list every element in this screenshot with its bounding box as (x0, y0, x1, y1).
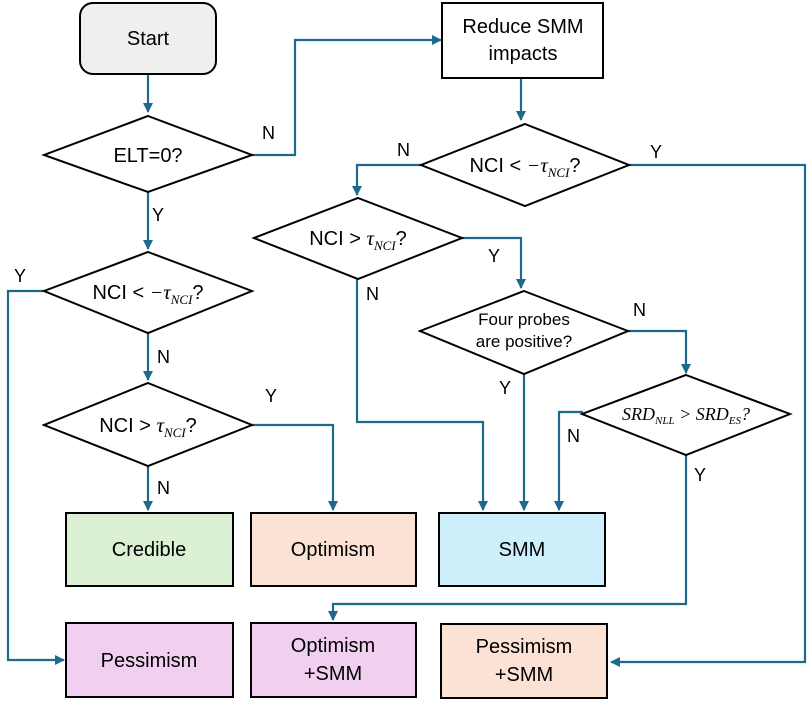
label-nci-pos2-yes: Y (488, 246, 500, 266)
edge-labels: N Y Y N Y N N Y Y N N Y N Y (14, 123, 706, 498)
nci-label: NCI (92, 282, 126, 304)
label-nci-neg2-no: N (397, 140, 410, 160)
four-probes-label-line1: Four probes (478, 310, 570, 329)
start-node: Start (79, 2, 217, 75)
edge-probes-no (628, 329, 691, 374)
smm-label: SMM (499, 539, 546, 561)
edges (6, 35, 807, 667)
optimism-smm-label-line1: Optimism (291, 635, 375, 657)
decision-nci-positive-right: NCI > τNCI? (251, 196, 465, 281)
edge-srd-no (554, 410, 583, 511)
edge-nci-pos-yes (252, 423, 338, 511)
optimism-smm-label-line2: +SMM (304, 663, 362, 685)
decision-srd: SRDNLL > SRDES? (579, 373, 793, 457)
pessimism-smm-label-line1: Pessimism (476, 636, 573, 658)
start-label: Start (127, 28, 170, 50)
decision-nci-positive-left: NCI > τNCI? (41, 381, 255, 468)
nci-label: NCI (469, 155, 503, 177)
decision-nci-negative-right: NCI < −τNCI? (418, 122, 632, 208)
edge-nci-pos2-no (355, 279, 488, 511)
outcome-optimism-smm: Optimism +SMM (250, 622, 417, 698)
credible-label: Credible (112, 539, 186, 561)
nci-label: NCI (99, 415, 133, 437)
reduce-smm-label-line2: impacts (489, 43, 558, 65)
pessimism-label: Pessimism (101, 650, 198, 672)
outcome-optimism: Optimism (250, 512, 417, 587)
reduce-smm-label-line1: Reduce SMM (462, 16, 583, 38)
label-nci-pos-no: N (157, 478, 170, 498)
svg-text:NCI < −τNCI?: NCI < −τNCI? (469, 153, 580, 180)
edge-elt-no (252, 35, 442, 157)
label-nci-neg-no: N (157, 347, 170, 367)
edge-nci-neg2-yes (610, 163, 807, 667)
decision-four-probes: Four probes are positive? (417, 289, 631, 376)
svg-text:SRDNLL > SRDES?: SRDNLL > SRDES? (622, 404, 750, 427)
outcome-smm: SMM (438, 512, 606, 587)
label-nci-pos2-no: N (366, 284, 379, 304)
label-elt-no: N (262, 123, 275, 143)
decision-elt-label: ELT=0? (113, 145, 182, 167)
decision-nci-negative-left: NCI < −τNCI? (41, 250, 255, 335)
optimism-label: Optimism (291, 539, 375, 561)
edge-srd-yes (328, 455, 688, 621)
outcome-credible: Credible (65, 512, 234, 587)
edge-nci-pos2-yes (462, 236, 526, 289)
label-srd-no: N (567, 426, 580, 446)
reduce-smm-node: Reduce SMM impacts (441, 2, 604, 79)
edge-nci-neg-yes (6, 289, 65, 665)
label-nci-neg2-yes: Y (650, 142, 662, 162)
four-probes-label-line2: are positive? (476, 332, 572, 351)
svg-text:NCI < −τNCI?: NCI < −τNCI? (92, 280, 203, 307)
outcome-pessimism-smm: Pessimism +SMM (440, 623, 608, 699)
label-srd-yes: Y (694, 465, 706, 485)
pessimism-smm-label-line2: +SMM (495, 664, 553, 686)
label-nci-neg-yes: Y (14, 266, 26, 286)
svg-text:NCI > τNCI?: NCI > τNCI? (309, 226, 407, 253)
nci-label: NCI (309, 228, 343, 250)
outcome-pessimism: Pessimism (65, 622, 234, 698)
label-nci-pos-yes: Y (265, 386, 277, 406)
svg-text:NCI > τNCI?: NCI > τNCI? (99, 413, 197, 440)
label-probes-no: N (633, 300, 646, 320)
decision-elt: ELT=0? (41, 114, 255, 194)
label-elt-yes: Y (152, 205, 164, 225)
edge-nci-neg2-no (352, 163, 421, 196)
label-probes-yes: Y (499, 378, 511, 398)
